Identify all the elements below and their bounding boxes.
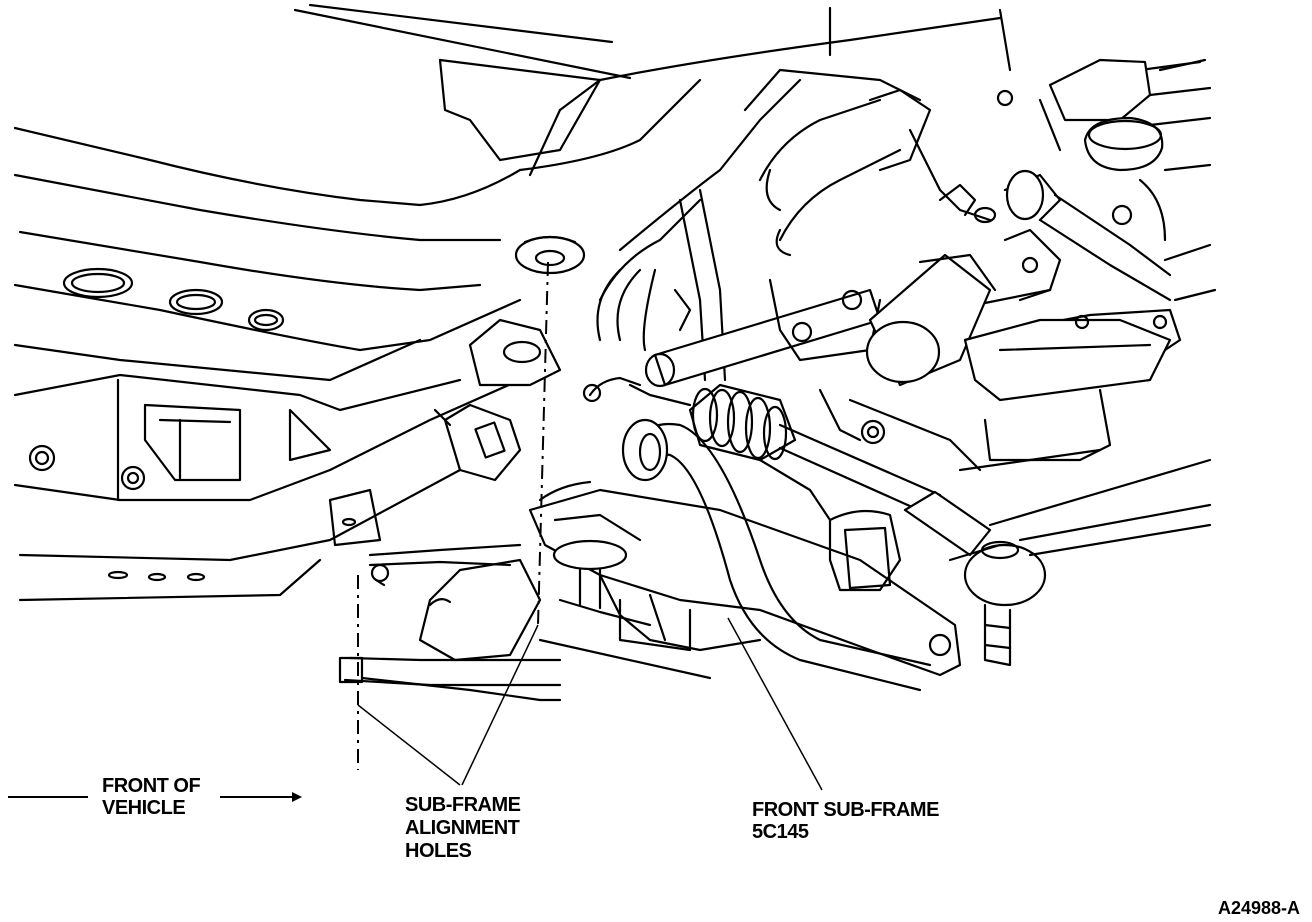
front-of-vehicle-arrow — [8, 792, 302, 802]
alignment-hole-upper — [514, 235, 586, 275]
filter-canister — [865, 253, 997, 387]
callout-lines — [357, 261, 823, 791]
figure-id: A24988-A — [1218, 898, 1300, 918]
front-subframe — [528, 480, 962, 680]
strut-assembly — [996, 58, 1212, 172]
alignment-holes-label: SUB-FRAME — [405, 794, 521, 816]
alignment-holes-label-line3: HOLES — [405, 840, 472, 862]
front-of-vehicle-label: FRONT OF — [102, 775, 200, 797]
stabilizer-bar — [621, 418, 932, 692]
left-frame-rail — [13, 373, 522, 602]
steering-rack — [582, 376, 1047, 667]
lower-right-arm — [758, 448, 1212, 592]
left-bracket — [433, 318, 562, 482]
front-of-vehicle-label-line2: VEHICLE — [102, 797, 185, 819]
subframe-lower-arm — [338, 543, 562, 702]
front-subframe-part-number: 5C145 — [752, 821, 809, 843]
engine-components — [596, 68, 1052, 472]
front-subframe-label: FRONT SUB-FRAME — [752, 799, 939, 821]
floor-slots — [62, 267, 285, 332]
alignment-holes-label-line2: ALIGNMENT — [405, 817, 520, 839]
engine-block-right — [938, 169, 1217, 462]
